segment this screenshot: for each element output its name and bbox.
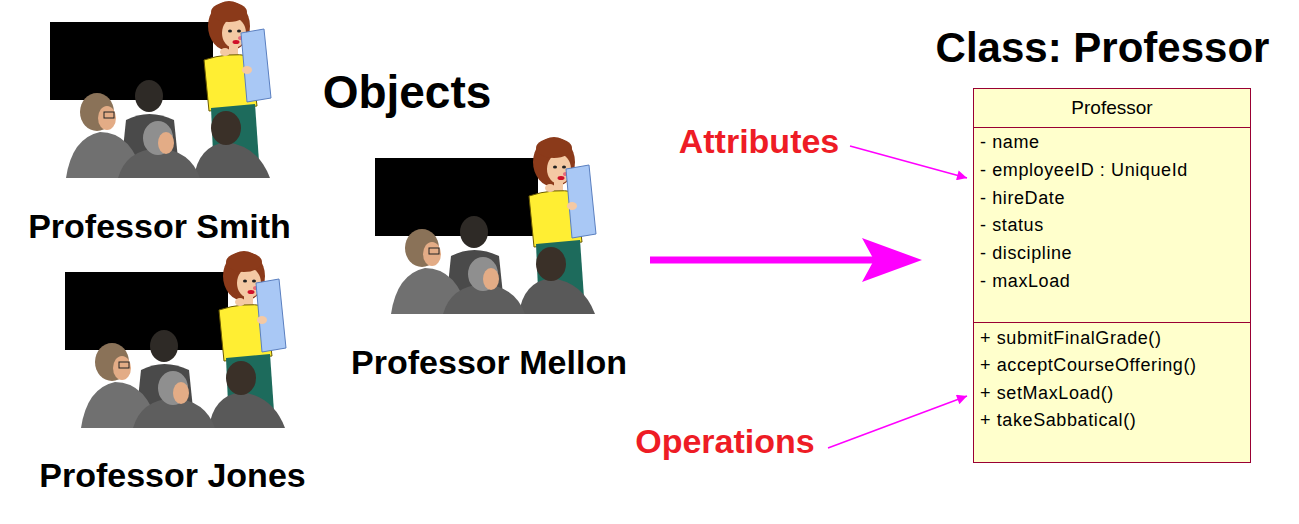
class-member: - maxLoad bbox=[974, 268, 1250, 296]
classroom-figure bbox=[50, 1, 271, 178]
class-member: - hireDate bbox=[974, 185, 1250, 213]
class-name: Professor bbox=[974, 97, 1250, 119]
class-name-band: Professor bbox=[974, 89, 1250, 127]
object-figure: Professor Jones bbox=[17, 262, 328, 494]
leader-arrow bbox=[828, 396, 967, 448]
class-member: - discipline bbox=[974, 240, 1250, 268]
class-compartment: - name- employeeID : UniqueId- hireDate-… bbox=[974, 127, 1250, 322]
callout-label: Operations bbox=[565, 421, 885, 462]
leader-arrow bbox=[850, 146, 967, 178]
classroom-figure bbox=[375, 137, 596, 314]
label-holder: Objects bbox=[247, 65, 567, 120]
class-heading: Class: Professor bbox=[930, 24, 1275, 72]
class-heading-row: Class: Professor bbox=[930, 24, 1275, 72]
class-outline: Professor- name- employeeID : UniqueId- … bbox=[973, 88, 1251, 463]
object-name: Professor Smith bbox=[4, 207, 315, 245]
class-member: - employeeID : UniqueId bbox=[974, 157, 1250, 185]
callout-label: Attributes bbox=[599, 121, 919, 162]
class-compartment: + submitFinalGrade()+ acceptCourseOfferi… bbox=[974, 322, 1250, 462]
classroom-figure bbox=[65, 251, 286, 428]
label-holder: Attributes bbox=[599, 121, 919, 162]
class-box: Class: ProfessorProfessor - name- employe… bbox=[930, 24, 1275, 463]
object-name: Professor Mellon bbox=[331, 343, 647, 381]
class-member: + takeSabbatical() bbox=[974, 407, 1250, 435]
class-member: - name bbox=[974, 129, 1250, 157]
class-member: - status bbox=[974, 212, 1250, 240]
class-member: + submitFinalGrade() bbox=[974, 325, 1250, 353]
object-figure: Professor Smith bbox=[4, 0, 315, 245]
class-member: + acceptCourseOffering() bbox=[974, 352, 1250, 380]
object-figure: Professor Mellon bbox=[331, 150, 647, 381]
class-member: + setMaxLoad() bbox=[974, 380, 1250, 408]
object-name: Professor Jones bbox=[17, 456, 328, 494]
label-holder: Operations bbox=[565, 421, 885, 462]
instantiation-arrow bbox=[650, 257, 874, 264]
section-heading: Objects bbox=[247, 65, 567, 120]
